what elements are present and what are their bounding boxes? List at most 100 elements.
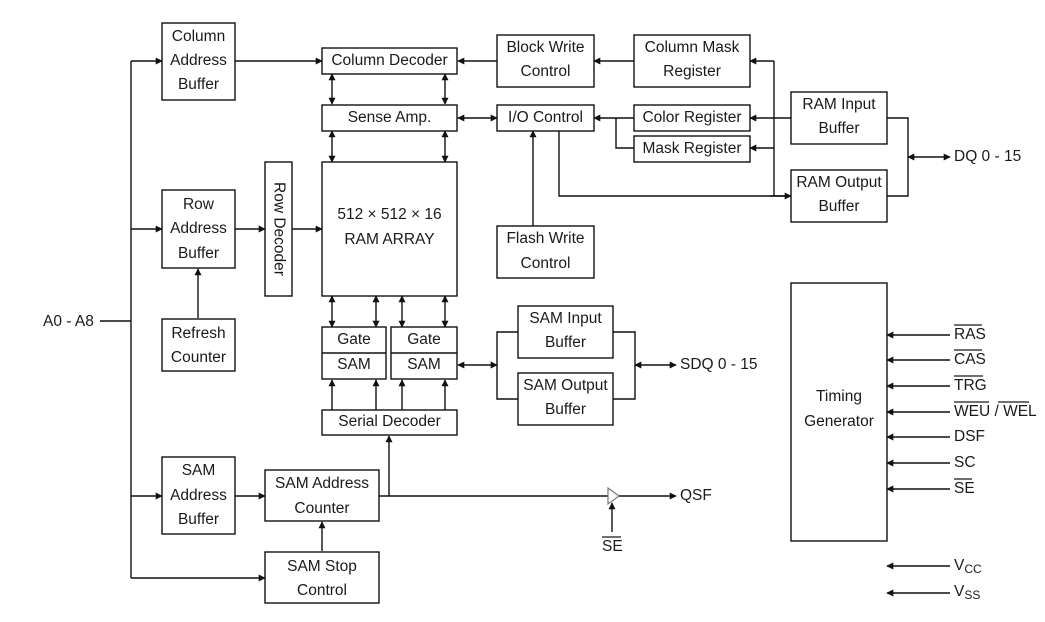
block-label: Buffer: [178, 511, 219, 528]
block-label: Timing: [816, 388, 862, 405]
pin-label: SC: [954, 454, 976, 471]
column-decoder: Column Decoder: [321, 47, 458, 75]
block-label: Counter: [171, 349, 226, 366]
wire-io-to-rob: [558, 131, 791, 197]
pin-dsf: DSF: [954, 428, 985, 445]
pin-sdq-label: SDQ 0 - 15: [680, 356, 758, 373]
pin-label: CAS: [954, 351, 986, 368]
pin-se-buffer-label: SE: [602, 538, 623, 555]
sam-address-counter: SAM Address Counter: [264, 469, 380, 522]
block-label: SAM Address: [275, 475, 369, 492]
block-label: Buffer: [178, 76, 219, 93]
block-label: SAM: [407, 356, 441, 373]
pin-label: RAS: [954, 326, 986, 343]
tristate-buffer-icon: [607, 486, 621, 506]
pin-se-buffer: SE: [602, 536, 623, 555]
color-register: Color Register: [633, 104, 751, 132]
pin-label: TRG: [954, 377, 987, 394]
block-label: Address: [170, 220, 227, 237]
mask-register: Mask Register: [633, 135, 751, 163]
wire-sambuf-right: [613, 331, 636, 400]
io-control: I/O Control: [496, 104, 595, 132]
pin-sc: SC: [954, 454, 976, 471]
column-address-buffer: Column Address Buffer: [161, 22, 236, 101]
pin-label: DSF: [954, 428, 985, 445]
pin-label: WEU / WEL: [954, 403, 1037, 420]
block-label: Buffer: [178, 245, 219, 262]
pin-qsf-label: QSF: [680, 487, 712, 504]
gate-sam-left: Gate SAM: [321, 326, 387, 380]
wire-rambuf-right: [887, 117, 909, 197]
block-label: Row: [183, 196, 215, 213]
block-label: Address: [170, 487, 227, 504]
vss-main: V: [954, 583, 965, 600]
timing-generator: Timing Generator: [790, 282, 888, 542]
block-label: I/O Control: [508, 109, 583, 126]
block-label: SAM: [337, 356, 371, 373]
block-label: 512 × 512 × 16: [337, 206, 441, 223]
block-label: RAM ARRAY: [344, 231, 434, 248]
block-label: Address: [170, 52, 227, 69]
gate-sam-right: Gate SAM: [390, 326, 458, 380]
block-label: Block Write: [506, 39, 584, 56]
sam-output-buffer: SAM Output Buffer: [517, 372, 614, 426]
pin-ras: RAS: [954, 324, 986, 343]
block-label: Buffer: [818, 198, 859, 215]
block-label: Generator: [804, 413, 874, 430]
block-label: Column Mask: [645, 39, 740, 56]
block-label: Control: [297, 582, 347, 599]
flash-write-control: Flash Write Control: [496, 225, 595, 279]
block-label: SAM Output: [523, 377, 608, 394]
block-label: Column: [172, 28, 225, 45]
block-label: Refresh: [171, 325, 225, 342]
pin-trg: TRG: [954, 375, 987, 394]
sam-input-buffer: SAM Input Buffer: [517, 305, 614, 359]
block-label: SAM Input: [529, 310, 602, 327]
block-label: Row Decoder: [270, 182, 287, 276]
block-label: Color Register: [642, 109, 741, 126]
block-label: Flash Write: [506, 230, 584, 247]
block-label: Mask Register: [642, 140, 741, 157]
sam-address-buffer: SAM Address Buffer: [161, 456, 236, 535]
column-mask-register: Column Mask Register: [633, 34, 751, 88]
pin-vcc-label: VCC: [954, 557, 982, 576]
block-label: Column Decoder: [331, 52, 447, 69]
row-address-buffer: Row Address Buffer: [161, 189, 236, 269]
pin-label: SE: [954, 480, 975, 497]
vss-sub: SS: [964, 588, 980, 602]
pin-vss-label: VSS: [954, 583, 980, 602]
ram-array: 512 × 512 × 16 RAM ARRAY: [321, 161, 458, 297]
pin-weu-wel: WEU / WEL: [954, 401, 1037, 420]
sense-amp: Sense Amp.: [321, 104, 458, 132]
block-label: Sense Amp.: [348, 109, 432, 126]
ram-output-buffer: RAM Output Buffer: [790, 169, 888, 223]
wires: [100, 57, 951, 597]
pin-se: SE: [954, 478, 975, 497]
block-write-control: Block Write Control: [496, 34, 595, 88]
ram-input-buffer: RAM Input Buffer: [790, 91, 888, 145]
refresh-counter: Refresh Counter: [161, 318, 236, 372]
pin-dq-label: DQ 0 - 15: [954, 148, 1021, 165]
block-label: SAM Stop: [287, 558, 357, 575]
wire-sambuf-left: [496, 331, 518, 400]
block-label: Buffer: [545, 401, 586, 418]
wire-mask-to-io: [615, 118, 634, 149]
block-label: Gate: [407, 331, 441, 348]
sam-stop-control: SAM Stop Control: [264, 551, 380, 604]
block-label: SAM: [182, 462, 216, 479]
vcc-sub: CC: [964, 562, 982, 576]
block-label: RAM Output: [796, 174, 882, 191]
pin-address-label: A0 - A8: [43, 313, 94, 330]
block-label: Control: [521, 255, 571, 272]
block-label: Control: [521, 63, 571, 80]
block-label: Gate: [337, 331, 371, 348]
serial-decoder: Serial Decoder: [321, 409, 458, 436]
block-label: Counter: [294, 500, 349, 517]
row-decoder: Row Decoder: [264, 161, 293, 297]
pin-vss: VSS: [954, 583, 980, 602]
block-label: Buffer: [818, 120, 859, 137]
pin-vcc: VCC: [954, 557, 982, 576]
block-label: Buffer: [545, 334, 586, 351]
pin-cas: CAS: [954, 349, 986, 368]
